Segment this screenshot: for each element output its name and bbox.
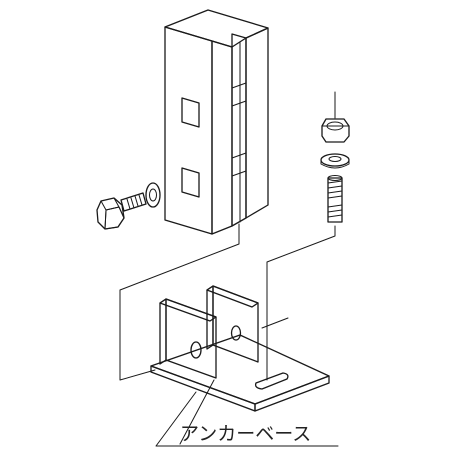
channel-hole-lower	[181, 167, 200, 198]
anchor-base	[150, 285, 330, 412]
channel-hole-upper	[181, 97, 200, 128]
anchor-base-label: アンカーベース	[180, 423, 311, 445]
leader-lines	[119, 223, 336, 381]
channel-front-strip	[231, 37, 247, 227]
anchor-plate-rear	[212, 285, 259, 363]
hex-nut	[321, 118, 350, 143]
nut-washer	[320, 153, 350, 167]
anchor-base-callout: アンカーベース	[155, 379, 339, 447]
channel-top-face	[164, 9, 269, 48]
channel-side-face	[245, 27, 269, 219]
anchor-plate-front-side	[159, 298, 167, 365]
anchor-plate-front	[165, 298, 217, 379]
anchor-plate-rear-side	[206, 285, 214, 350]
hex-bolt	[96, 192, 147, 230]
channel-slot	[211, 40, 233, 235]
bolt-washer	[145, 182, 161, 208]
channel-post	[164, 9, 269, 235]
stud-assembly	[320, 91, 350, 223]
anchor-base-slot	[254, 372, 289, 390]
channel-front-face	[164, 26, 213, 235]
